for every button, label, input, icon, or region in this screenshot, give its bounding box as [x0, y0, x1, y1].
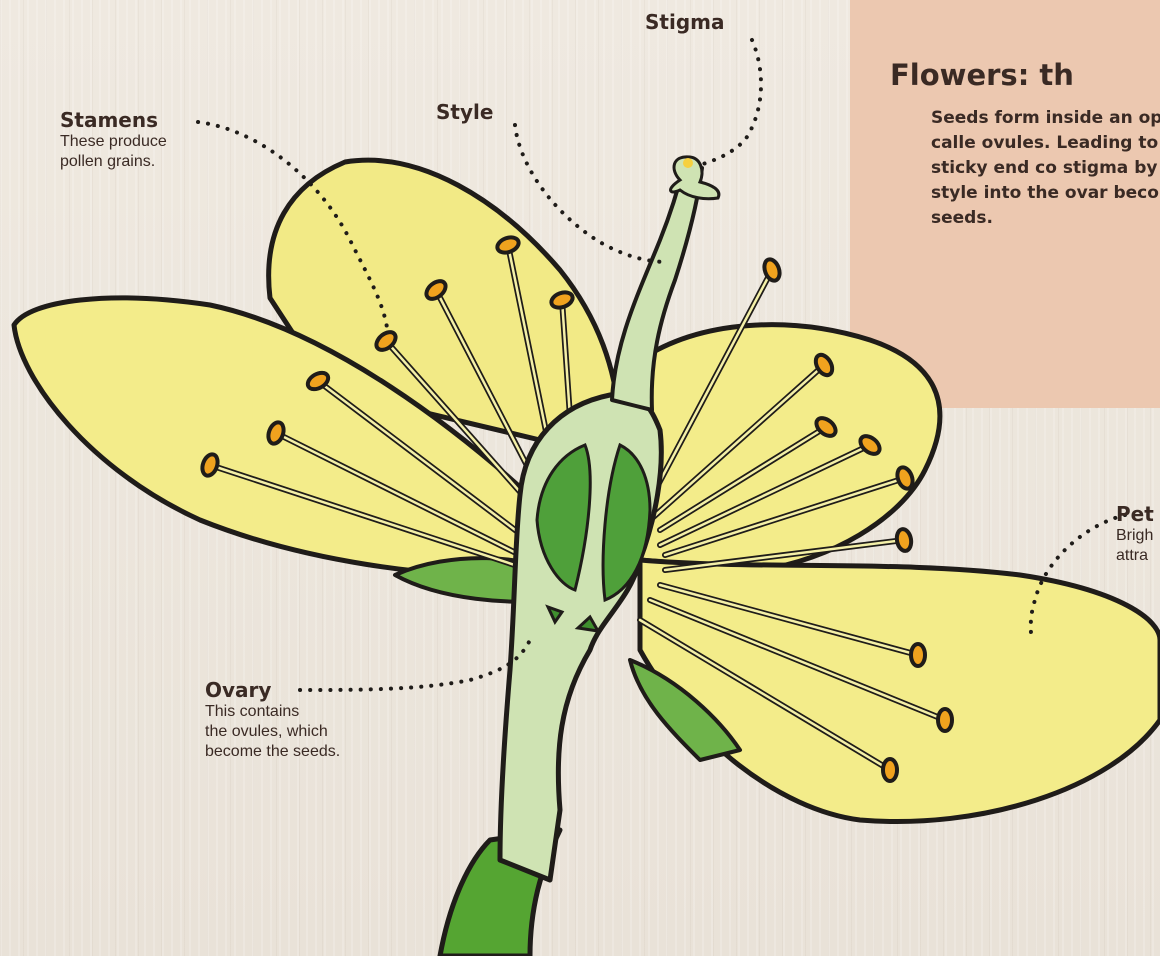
leader-stigma	[700, 40, 761, 165]
petal-description: Brigh attra	[1116, 526, 1160, 566]
ovary-label: Ovary	[205, 678, 340, 702]
label-stamens: Stamens These produce pollen grains.	[60, 108, 167, 172]
leader-style	[515, 125, 668, 262]
stigma-tip	[671, 157, 719, 199]
label-stigma: Stigma	[645, 10, 724, 34]
stamens-label: Stamens	[60, 108, 167, 132]
stigma-pollen	[683, 158, 693, 168]
ovary-description: This contains the ovules, which become t…	[205, 702, 340, 762]
stigma-label: Stigma	[645, 10, 724, 34]
label-petal: Pet Brigh attra	[1116, 502, 1160, 582]
style-label: Style	[436, 100, 493, 124]
stamens-description: These produce pollen grains.	[60, 132, 167, 172]
petal-label: Pet	[1116, 502, 1160, 526]
label-style: Style	[436, 100, 493, 124]
label-ovary: Ovary This contains the ovules, which be…	[205, 678, 340, 762]
